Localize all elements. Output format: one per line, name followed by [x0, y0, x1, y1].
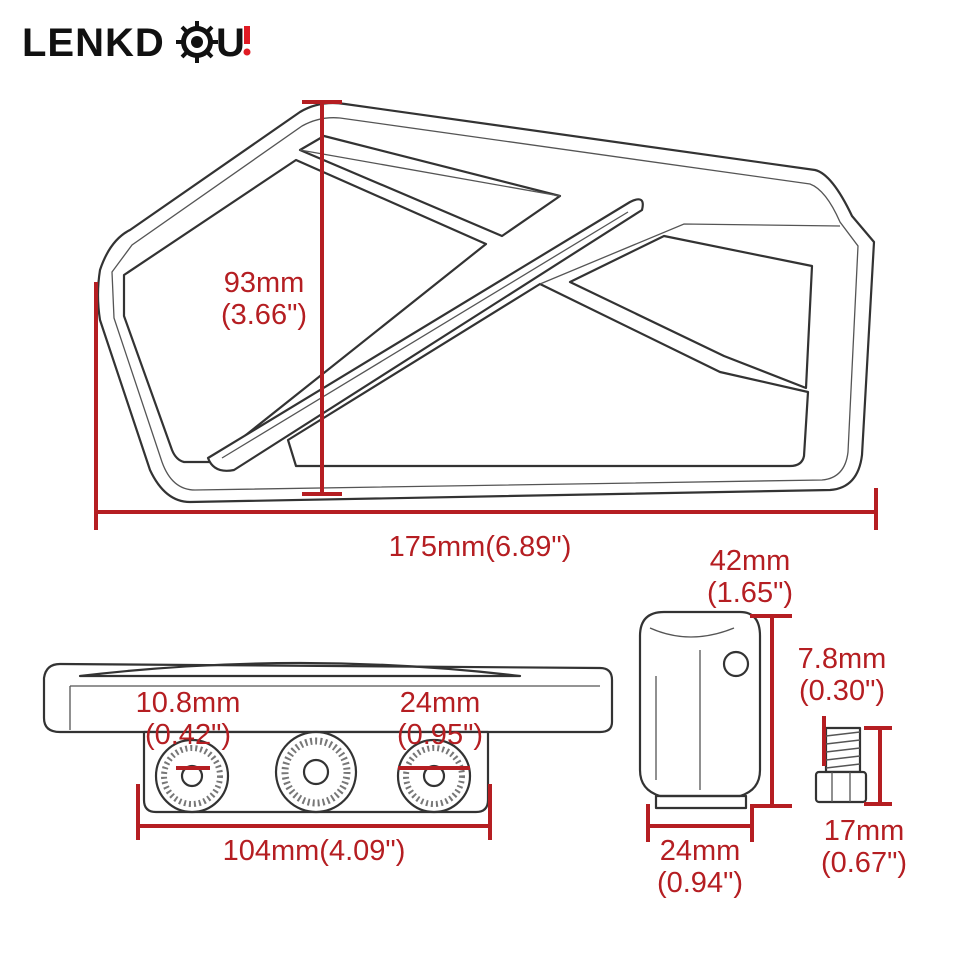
logo-bar-icon — [244, 26, 250, 44]
bolt-hole-mm-label: 10.8mm — [136, 687, 241, 719]
height-in-label: (3.66") — [221, 299, 307, 331]
block-width-dimension: 24mm (0.94") — [646, 804, 754, 899]
washer-nut-middle — [274, 730, 358, 814]
block-height-in-label: (1.65") — [707, 577, 793, 609]
mount-width-label: 104mm(4.09") — [223, 835, 406, 867]
washer-mm-label: 24mm — [400, 687, 481, 719]
height-mm-label: 93mm — [224, 267, 305, 299]
width-dimension: 175mm(6.89") — [94, 282, 878, 563]
block-height-mm-label: 42mm — [710, 545, 791, 577]
washer-dimension: 24mm (0.95") — [397, 687, 483, 770]
gear-icon — [176, 21, 218, 63]
bolt — [814, 726, 868, 804]
bolt-dia-dimension: 7.8mm (0.30") — [798, 643, 887, 766]
washer-nut-left — [154, 738, 230, 814]
bolt-length-dimension: 17mm (0.67") — [821, 726, 907, 879]
block-width-mm-label: 24mm — [660, 835, 741, 867]
width-label: 175mm(6.89") — [389, 531, 572, 563]
brand-logo: LENKD U — [22, 21, 251, 65]
washer-in-label: (0.95") — [397, 719, 483, 751]
brand-logo-text: LENKD — [22, 21, 165, 65]
brand-logo-text-end: U — [216, 21, 246, 65]
washer-nut-right — [396, 738, 472, 814]
height-dimension: 93mm (3.66") — [212, 100, 342, 496]
footboard-side-view — [42, 661, 614, 814]
mount-block — [638, 610, 762, 810]
bolt-dia-mm-label: 7.8mm — [798, 643, 887, 675]
bolt-length-mm-label: 17mm — [824, 815, 905, 847]
bolt-dia-in-label: (0.30") — [799, 675, 885, 707]
bolt-hole-dimension: 10.8mm (0.42") — [136, 687, 241, 770]
block-height-dimension: 42mm (1.65") — [707, 545, 793, 808]
bolt-hole-in-label: (0.42") — [145, 719, 231, 751]
mount-hole — [722, 650, 750, 678]
footboard-top-view — [96, 101, 876, 504]
bolt-length-in-label: (0.67") — [821, 847, 907, 879]
block-width-in-label: (0.94") — [657, 867, 743, 899]
mount-width-dimension: 104mm(4.09") — [136, 784, 492, 867]
logo-dot-icon — [243, 48, 251, 56]
